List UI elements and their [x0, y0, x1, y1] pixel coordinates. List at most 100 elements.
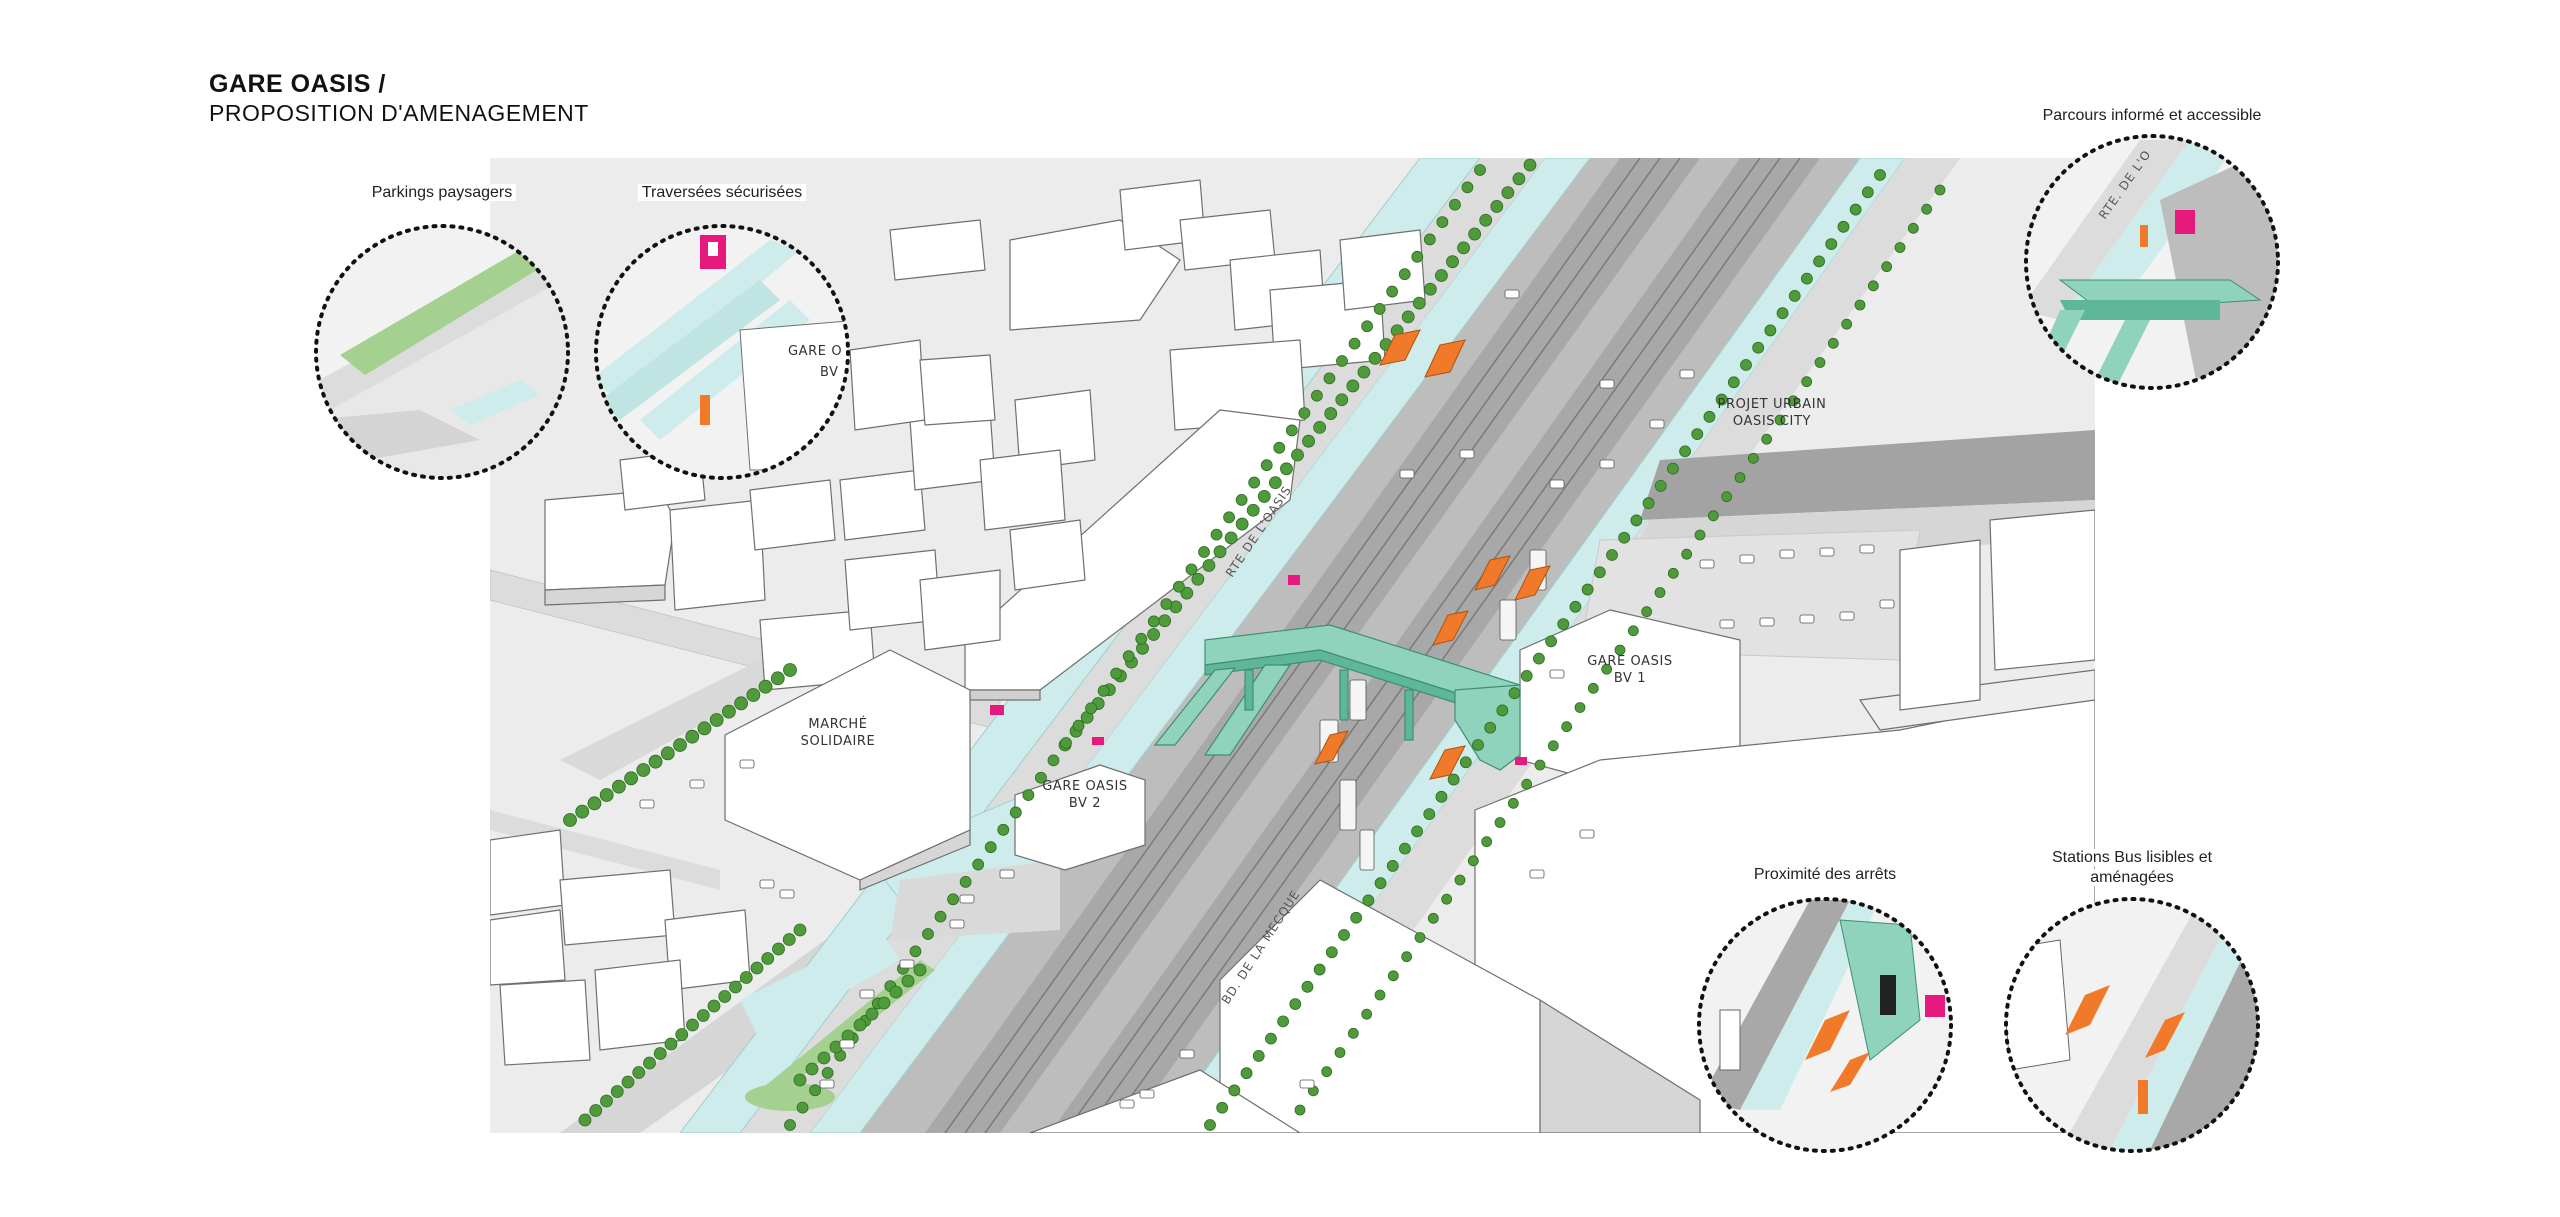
tree-icon	[1461, 181, 1474, 194]
tree-icon	[1614, 644, 1626, 656]
vehicle-icon	[779, 889, 795, 899]
tree-icon	[1362, 894, 1375, 907]
tree-icon	[784, 1119, 796, 1131]
tree-icon	[1521, 778, 1533, 790]
tree-icon	[648, 754, 663, 769]
vehicle-icon	[1459, 449, 1475, 459]
tree-icon	[1934, 184, 1946, 196]
tree-icon	[1457, 241, 1470, 255]
tree-icon	[653, 1047, 667, 1060]
tree-icon	[1198, 546, 1210, 558]
tree-icon	[1841, 318, 1853, 330]
tree-icon	[1110, 667, 1123, 680]
tree-icon	[1035, 771, 1047, 784]
tree-icon	[707, 999, 721, 1013]
tree-icon	[913, 963, 927, 977]
tree-icon	[1472, 739, 1484, 751]
tree-icon	[1347, 1027, 1359, 1039]
tree-icon	[1298, 407, 1311, 419]
tree-icon	[1311, 389, 1323, 402]
tree-icon	[772, 942, 785, 956]
tree-icon	[1654, 587, 1666, 598]
tree-icon	[1336, 355, 1348, 367]
tree-icon	[1210, 528, 1223, 541]
vehicle-icon	[1499, 599, 1517, 641]
tree-icon	[685, 729, 700, 744]
tree-icon	[1291, 448, 1304, 462]
tree-icon	[734, 696, 749, 711]
tree-icon	[1545, 635, 1557, 648]
tree-icon	[1147, 615, 1160, 628]
label-projet-urbain: PROJET URBAIN	[1718, 397, 1827, 412]
tree-rows	[563, 158, 1946, 1131]
tree-icon	[1427, 912, 1439, 924]
tree-icon	[664, 1037, 678, 1051]
vehicle-icon	[1299, 1079, 1315, 1089]
label-bv1: BV 1	[1614, 671, 1646, 686]
tree-icon	[1301, 980, 1314, 993]
label-solidaire: SOLIDAIRE	[801, 734, 876, 749]
tree-icon	[1294, 1104, 1306, 1116]
caption-parkings: Parkings paysagers	[342, 183, 542, 203]
tree-icon	[673, 738, 687, 752]
tree-icon	[1449, 198, 1461, 211]
tree-icon	[1484, 721, 1497, 734]
tree-icon	[1085, 702, 1097, 715]
tree-icon	[1321, 1066, 1333, 1078]
tree-icon	[1642, 497, 1655, 510]
vehicle-icon	[1779, 549, 1795, 559]
tree-icon	[1313, 963, 1326, 976]
tree-icon	[1533, 652, 1545, 665]
tree-icon	[1335, 393, 1349, 407]
tree-icon	[578, 1113, 592, 1127]
tree-icon	[1411, 250, 1424, 263]
tree-icon	[1681, 548, 1693, 560]
tree-icon	[1727, 376, 1740, 389]
tree-icon	[959, 876, 972, 888]
tree-icon	[1216, 1101, 1229, 1114]
tree-icon	[1228, 1084, 1241, 1097]
tree-icon	[1814, 357, 1826, 368]
tree-icon	[1223, 511, 1235, 524]
vehicle-icon	[1529, 869, 1545, 879]
tree-icon	[934, 910, 947, 923]
vehicle-icon	[1679, 369, 1695, 379]
tree-icon	[1601, 663, 1613, 675]
tree-icon	[1520, 670, 1533, 682]
bus-shelters	[1314, 329, 1551, 780]
inset-proximite	[1697, 897, 1953, 1153]
tree-icon	[1022, 789, 1035, 801]
tree-icon	[984, 841, 997, 854]
caption-parcours: Parcours informé et accessible	[2002, 106, 2302, 126]
tree-icon	[632, 1066, 646, 1079]
tree-icon	[1361, 1008, 1373, 1020]
tree-icon	[1894, 242, 1906, 253]
tree-icon	[1467, 855, 1479, 867]
tree-icon	[1606, 549, 1618, 561]
inset-stations	[2004, 897, 2260, 1153]
tree-icon	[1501, 186, 1515, 200]
tree-icon	[793, 923, 807, 937]
tree-icon	[1694, 529, 1706, 541]
vehicle-icon	[639, 799, 655, 809]
tree-icon	[1508, 687, 1521, 700]
tree-icon	[1368, 351, 1382, 365]
vehicle-icon	[1399, 469, 1415, 479]
tree-icon	[599, 788, 614, 802]
tree-icon	[1235, 494, 1248, 506]
vehicle-icon	[949, 919, 965, 929]
label-gare-bv1: GARE OASIS	[1587, 654, 1673, 669]
tree-icon	[889, 985, 903, 999]
tree-icon	[1630, 514, 1643, 527]
tree-icon	[1774, 414, 1786, 426]
tree-icon	[1277, 1015, 1289, 1028]
tree-icon	[1248, 476, 1261, 489]
vehicle-icon	[739, 759, 755, 769]
tree-icon	[1280, 462, 1293, 476]
tree-icon	[1423, 233, 1436, 246]
tree-icon	[1158, 614, 1172, 628]
tree-icon	[1273, 441, 1286, 454]
vehicle-icon	[1549, 479, 1565, 489]
vehicle-icon	[1119, 1099, 1135, 1109]
